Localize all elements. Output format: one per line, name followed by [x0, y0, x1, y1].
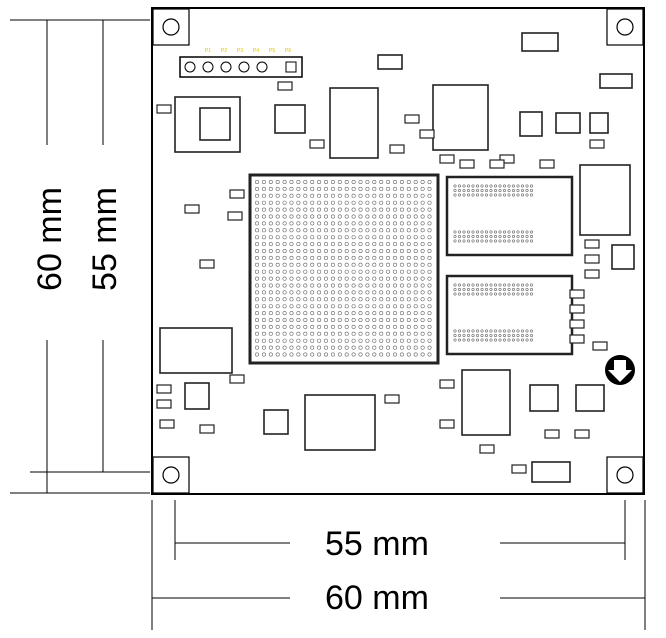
inner-height-label: 55 mm: [86, 187, 124, 291]
main-bga-chip: [248, 173, 440, 365]
dimension-lines: [10, 19, 646, 630]
passive-components: [156, 81, 608, 474]
inner-width-label: 55 mm: [325, 525, 429, 563]
components: [159, 32, 635, 483]
memory-chip-1: [445, 175, 574, 257]
mounting-holes: [152, 8, 644, 494]
outer-height-label: 60 mm: [31, 187, 69, 291]
silkscreen-pin-label: P6: [285, 48, 291, 54]
silkscreen-pin-label: P2: [221, 48, 227, 54]
silkscreen-pin-label: P5: [269, 48, 275, 54]
pin-header: [179, 56, 303, 78]
down-arrow-icon: [605, 355, 635, 385]
memory-chip-2: [445, 274, 574, 356]
silkscreen-pin-label: P3: [237, 48, 243, 54]
silkscreen-pin-label: P4: [253, 48, 259, 54]
silkscreen-labels: P1 P2 P3 P4 P5 P6: [205, 48, 291, 54]
silkscreen-pin-label: P1: [205, 48, 211, 54]
bga-ball-grid: [255, 180, 432, 357]
outer-width-label: 60 mm: [325, 579, 429, 617]
